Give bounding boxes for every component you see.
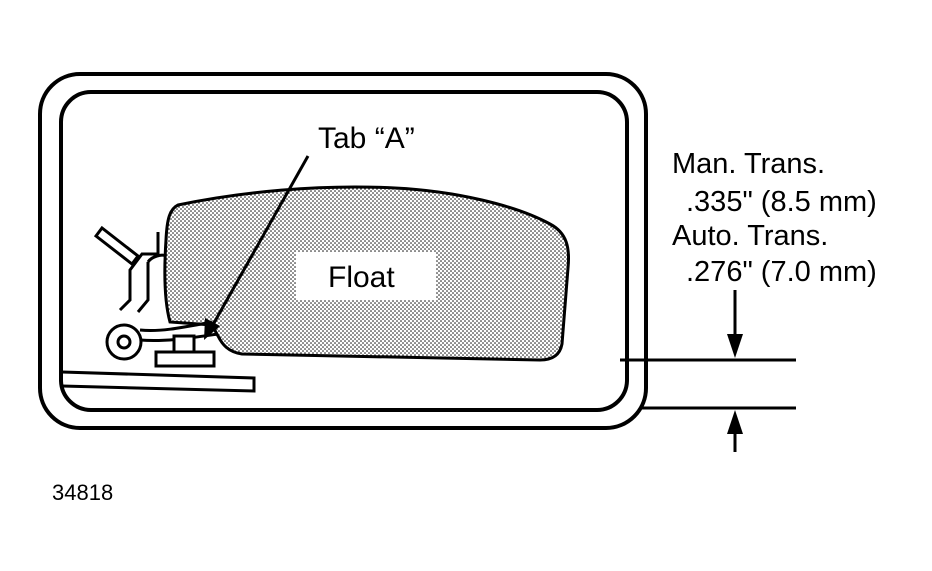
man-trans-label: Man. Trans. <box>672 148 825 180</box>
tab-leader-line <box>208 155 310 331</box>
float-label: Float <box>328 261 395 294</box>
tab-leader-arrowhead <box>204 318 220 340</box>
bowl-inner-wall <box>59 90 629 412</box>
auto-trans-label: Auto. Trans. <box>672 220 828 252</box>
dimension-arrow-top-head <box>727 334 743 358</box>
tab-a-label: Tab “A” <box>318 122 415 155</box>
auto-trans-value: .276" (7.0 mm) <box>686 256 877 288</box>
needle <box>172 334 196 354</box>
dimension-arrow-bottom-head <box>727 410 743 434</box>
bowl-bottom-plate <box>61 370 256 393</box>
hinge-bracket <box>118 232 160 313</box>
float-arm-lever <box>93 225 141 267</box>
bowl-outer-wall <box>38 72 648 430</box>
man-trans-value: .335" (8.5 mm) <box>686 186 877 218</box>
hinge-pin-inner <box>116 334 132 350</box>
needle-seat <box>154 350 216 368</box>
float-label-patch <box>296 252 436 300</box>
figure-number: 34818 <box>52 480 113 505</box>
